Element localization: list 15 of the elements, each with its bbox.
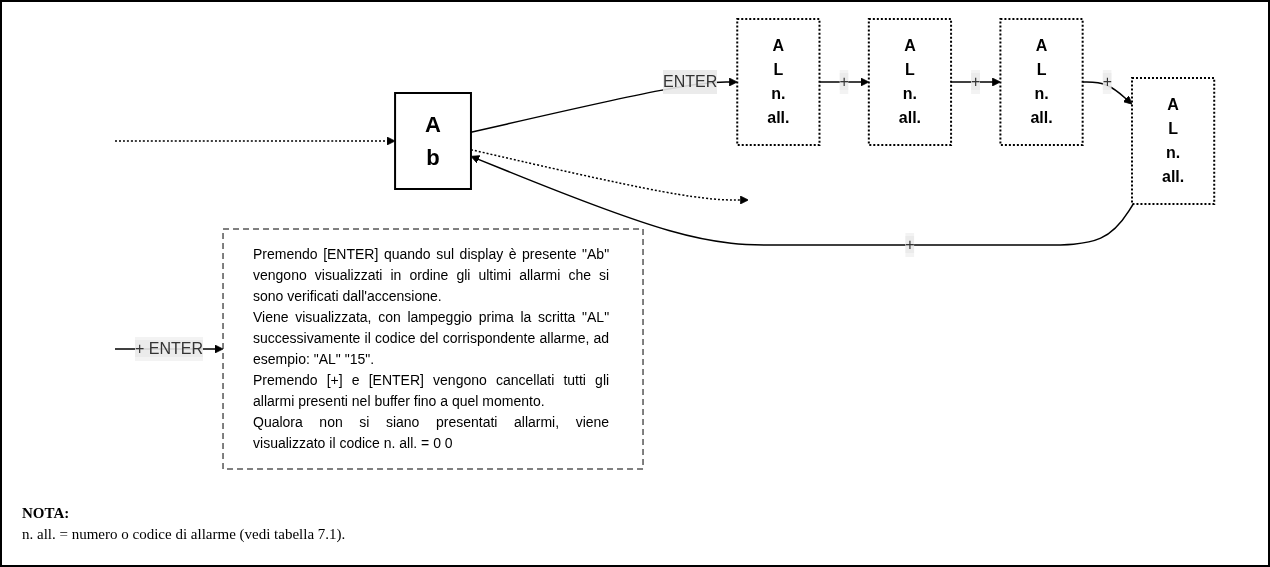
edge-label: ENTER [663,72,718,90]
edge-label: + [971,72,981,90]
node-box: A b [394,91,473,190]
node-box: A L n. all. [999,17,1085,146]
node-box: A L n. all. [736,17,821,146]
node-box: Premendo [ENTER] quando sul display è presente "Ab" vengono visualizzati in ordine gli ultimi allarmi che si sono verificati dall'accensione. Viene visualizzata, con lampeggio prima la scritta "AL" successivamente il codice del corrispondente allarme, ad esempio: "AL" "15". Premendo [+] e [ENTER] vengono cancellati tutti gli allarmi presenti nel buffer fino a quel momento. Qualora non si siano presentati allarmi, viene visualizzato il codice n. all. = 0 0 [222,228,644,469]
arrow [114,136,396,145]
note-text: n. all. = numero o codice di allarme (vedi tabella 7.1). [22,526,347,543]
edge-label: + [1103,72,1113,90]
node-box: A L n. all. [1131,76,1216,205]
edge-label: + [839,72,850,90]
edge-label: + [905,235,916,253]
edge-label: + ENTER [135,339,204,357]
note-heading: NOTA: [22,505,71,522]
node-box: A L n. all. [868,17,953,146]
